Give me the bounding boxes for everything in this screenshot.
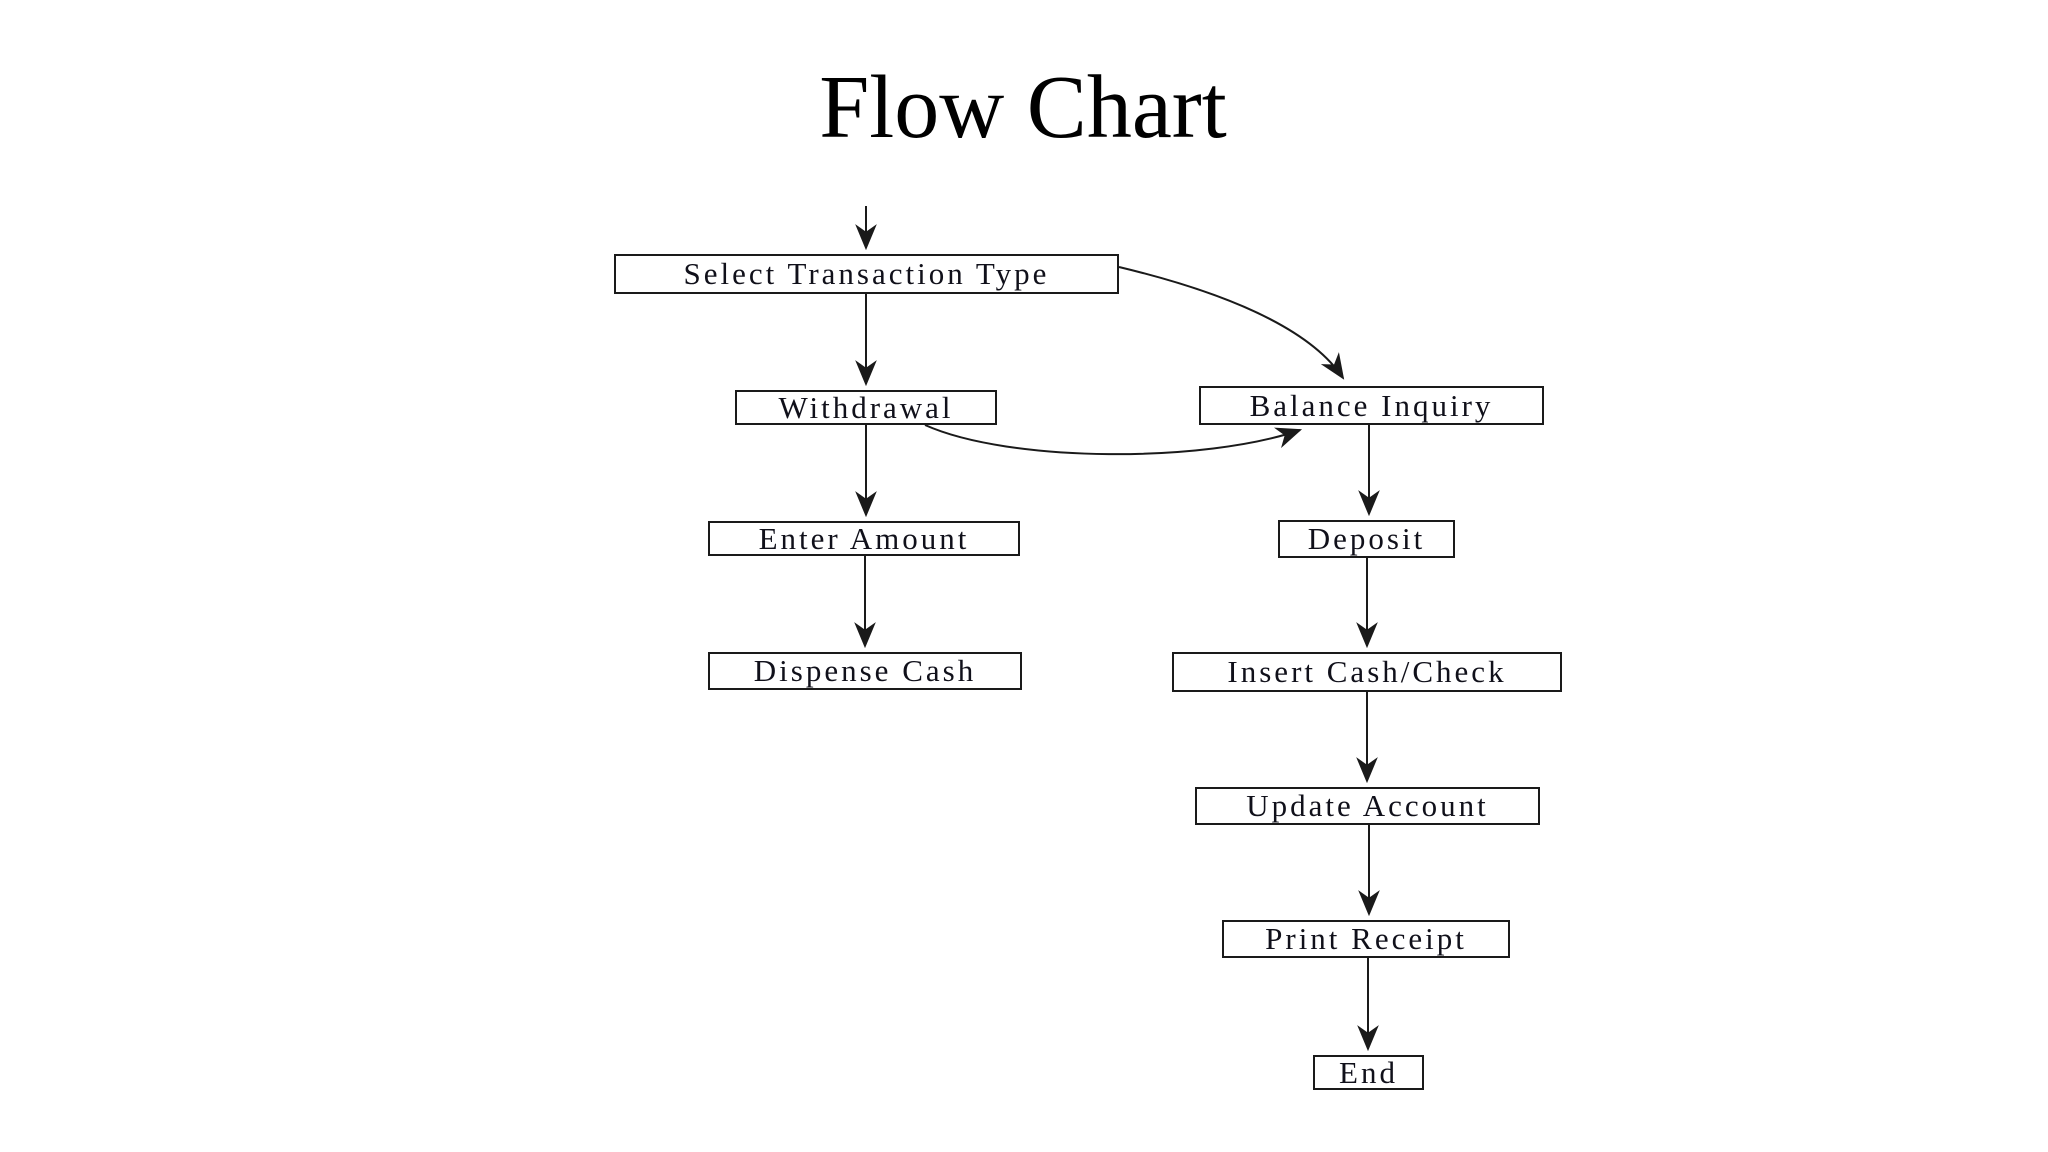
page-title: Flow Chart [819, 58, 1227, 157]
node-balance-inquiry: Balance Inquiry [1199, 386, 1544, 425]
node-withdrawal: Withdrawal [735, 390, 997, 425]
node-select-transaction-type: Select Transaction Type [614, 254, 1119, 294]
edge-withdrawal-to-balance-curved-arrow [924, 424, 1303, 456]
node-dispense-cash: Dispense Cash [708, 652, 1022, 690]
node-update-account: Update Account [1195, 787, 1540, 825]
node-enter-amount: Enter Amount [708, 521, 1020, 556]
node-end: End [1313, 1055, 1424, 1090]
edge-select-to-balance-curved-arrow [1118, 266, 1345, 380]
node-print-receipt: Print Receipt [1222, 920, 1510, 958]
node-insert-cash-check: Insert Cash/Check [1172, 652, 1562, 692]
node-deposit: Deposit [1278, 520, 1455, 558]
